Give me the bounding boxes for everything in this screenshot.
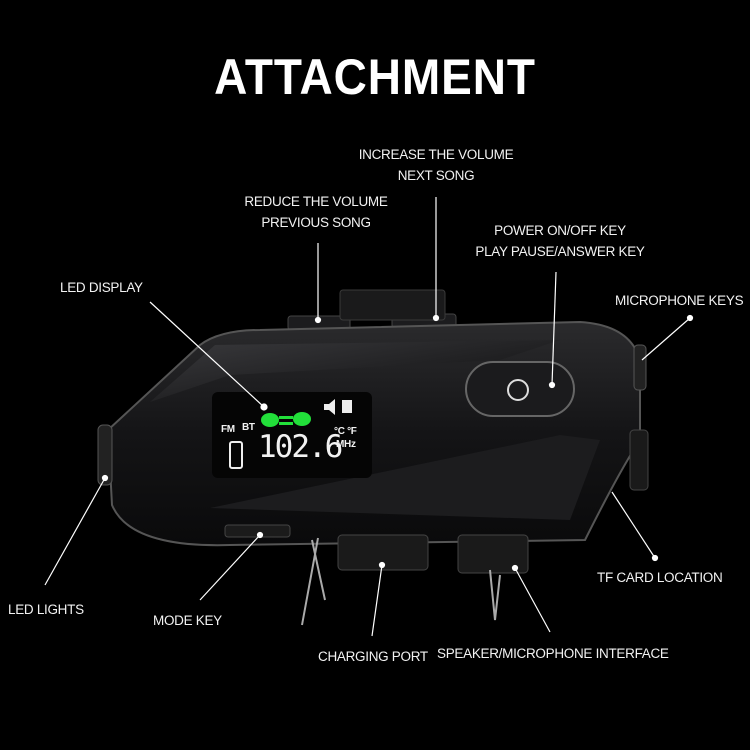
label-tf-card: TF CARD LOCATION [597,570,723,585]
page-title: ATTACHMENT [214,49,536,105]
microphone-keys [633,344,647,391]
label-line: NEXT SONG [397,168,475,183]
leader-led-display [149,301,265,408]
label-increase-volume: INCREASE THE VOLUME NEXT SONG [359,144,514,186]
led-display-panel [212,392,372,478]
leader-power-key [551,271,557,386]
display-freq-unit: MHz [336,439,356,450]
leader-led-lights [44,477,106,586]
display-bt: BT [242,422,255,433]
label-power-key: POWER ON/OFF KEY PLAY PAUSE/ANSWER KEY [475,220,645,262]
battery-icon [229,441,243,469]
power-button [465,361,575,417]
label-line: PREVIOUS SONG [261,215,371,230]
tf-card-slot [629,429,649,491]
label-line: PLAY PAUSE/ANSWER KEY [475,244,645,259]
sd-card-icon [342,400,352,413]
leader-tf-card [611,491,656,559]
charging-port [337,534,429,571]
label-led-lights: LED LIGHTS [8,602,84,617]
speaker-microphone-interface [457,534,529,574]
label-led-display: LED DISPLAY [60,280,143,295]
display-temp-units: °C °F [334,426,357,437]
label-line: POWER ON/OFF KEY [494,223,626,238]
label-microphone-keys: MICROPHONE KEYS [615,293,744,308]
led-lights [97,424,113,486]
clip-wire [301,537,501,626]
label-reduce-volume: REDUCE THE VOLUME PREVIOUS SONG [244,191,387,233]
leader-speaker-mic [514,567,551,633]
leader-charging-port [371,564,383,637]
display-frequency: 102.6 [258,429,343,465]
device-gloss-top [150,340,560,402]
power-icon [507,379,529,401]
label-charging-port: CHARGING PORT [318,649,428,664]
leader-microphone-keys [641,317,691,361]
label-line: INCREASE THE VOLUME [358,147,514,162]
speaker-icon [324,399,335,415]
label-speaker-mic: SPEAKER/MICROPHONE INTERFACE [437,646,669,661]
label-line: REDUCE THE VOLUME [244,194,388,209]
clip-mount [339,289,446,321]
device-gloss-bottom [210,435,600,520]
label-mode-key: MODE KEY [153,613,222,628]
leader-mode-key [199,534,261,601]
link-icon [261,412,311,427]
display-fm: FM [221,424,235,435]
